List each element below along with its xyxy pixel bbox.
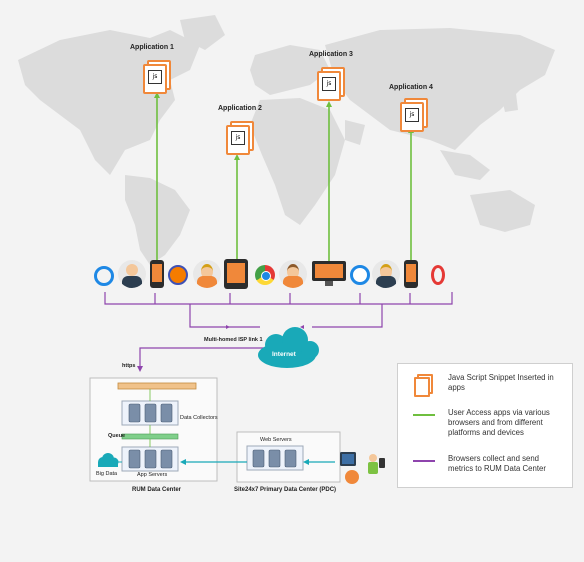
opera-browser-icon xyxy=(431,265,445,285)
app-servers-label: App Servers xyxy=(137,472,168,478)
legend-item-metrics: Browsers collect and send metrics to RUM… xyxy=(448,454,546,473)
server-stacks xyxy=(128,403,173,469)
legend: Java Script Snippet Inserted in apps Use… xyxy=(397,363,573,488)
user-access-lines xyxy=(156,96,412,262)
internet-label: Internet xyxy=(272,351,296,358)
https-label: https xyxy=(122,363,136,369)
smartphone-icon xyxy=(404,260,418,288)
rum-data-center-caption: RUM Data Center xyxy=(132,487,182,493)
tablet-icon xyxy=(224,259,248,289)
chrome-browser-icon xyxy=(255,265,275,285)
js-snippet-icon: js xyxy=(141,60,171,94)
js-snippet-icon: js xyxy=(315,67,345,101)
user-avatar-icon xyxy=(193,260,221,288)
ie-browser-icon xyxy=(94,266,114,286)
internet-cloud xyxy=(258,327,319,368)
application-1-label: Application 1 xyxy=(130,44,174,51)
legend-green-line xyxy=(413,414,435,416)
application-2-label: Application 2 xyxy=(218,105,262,112)
user-avatar-icon xyxy=(372,260,400,288)
big-data-label: Big Data xyxy=(96,471,118,477)
legend-js-snippet-icon xyxy=(414,374,433,397)
smartphone-icon xyxy=(150,260,164,288)
data-collectors-label: Data Collectors xyxy=(180,415,218,421)
web-server-stacks xyxy=(252,449,297,468)
queue-label: Queue xyxy=(108,433,126,439)
big-data-icon xyxy=(98,453,119,467)
js-snippet-icon: js xyxy=(224,121,254,155)
legend-item-js: Java Script Snippet Inserted in apps xyxy=(448,373,554,392)
teal-arrowheads xyxy=(180,459,309,465)
load-balancer-bar xyxy=(117,382,197,390)
user-avatar-icon xyxy=(279,260,307,288)
js-snippet-icon: js xyxy=(398,98,428,132)
monitor-icon xyxy=(312,261,346,287)
legend-item-user-access: User Access apps via various browsers an… xyxy=(448,408,550,437)
queue-bar xyxy=(121,433,179,440)
isp-link-label: Multi-homed ISP link 1 xyxy=(204,337,263,343)
application-3-label: Application 3 xyxy=(309,51,353,58)
legend-purple-line xyxy=(413,460,435,462)
pdc-caption: Site24x7 Primary Data Center (PDC) xyxy=(234,487,337,493)
safari-browser-icon xyxy=(350,265,370,285)
metrics-arrowheads xyxy=(137,325,304,372)
world-map xyxy=(18,15,555,265)
user-avatar-icon xyxy=(118,260,146,288)
user-laptop-icon xyxy=(340,452,385,484)
web-servers-label: Web Servers xyxy=(260,437,292,443)
metrics-lines xyxy=(104,292,453,368)
application-4-label: Application 4 xyxy=(389,84,433,91)
firefox-browser-icon xyxy=(168,265,188,285)
